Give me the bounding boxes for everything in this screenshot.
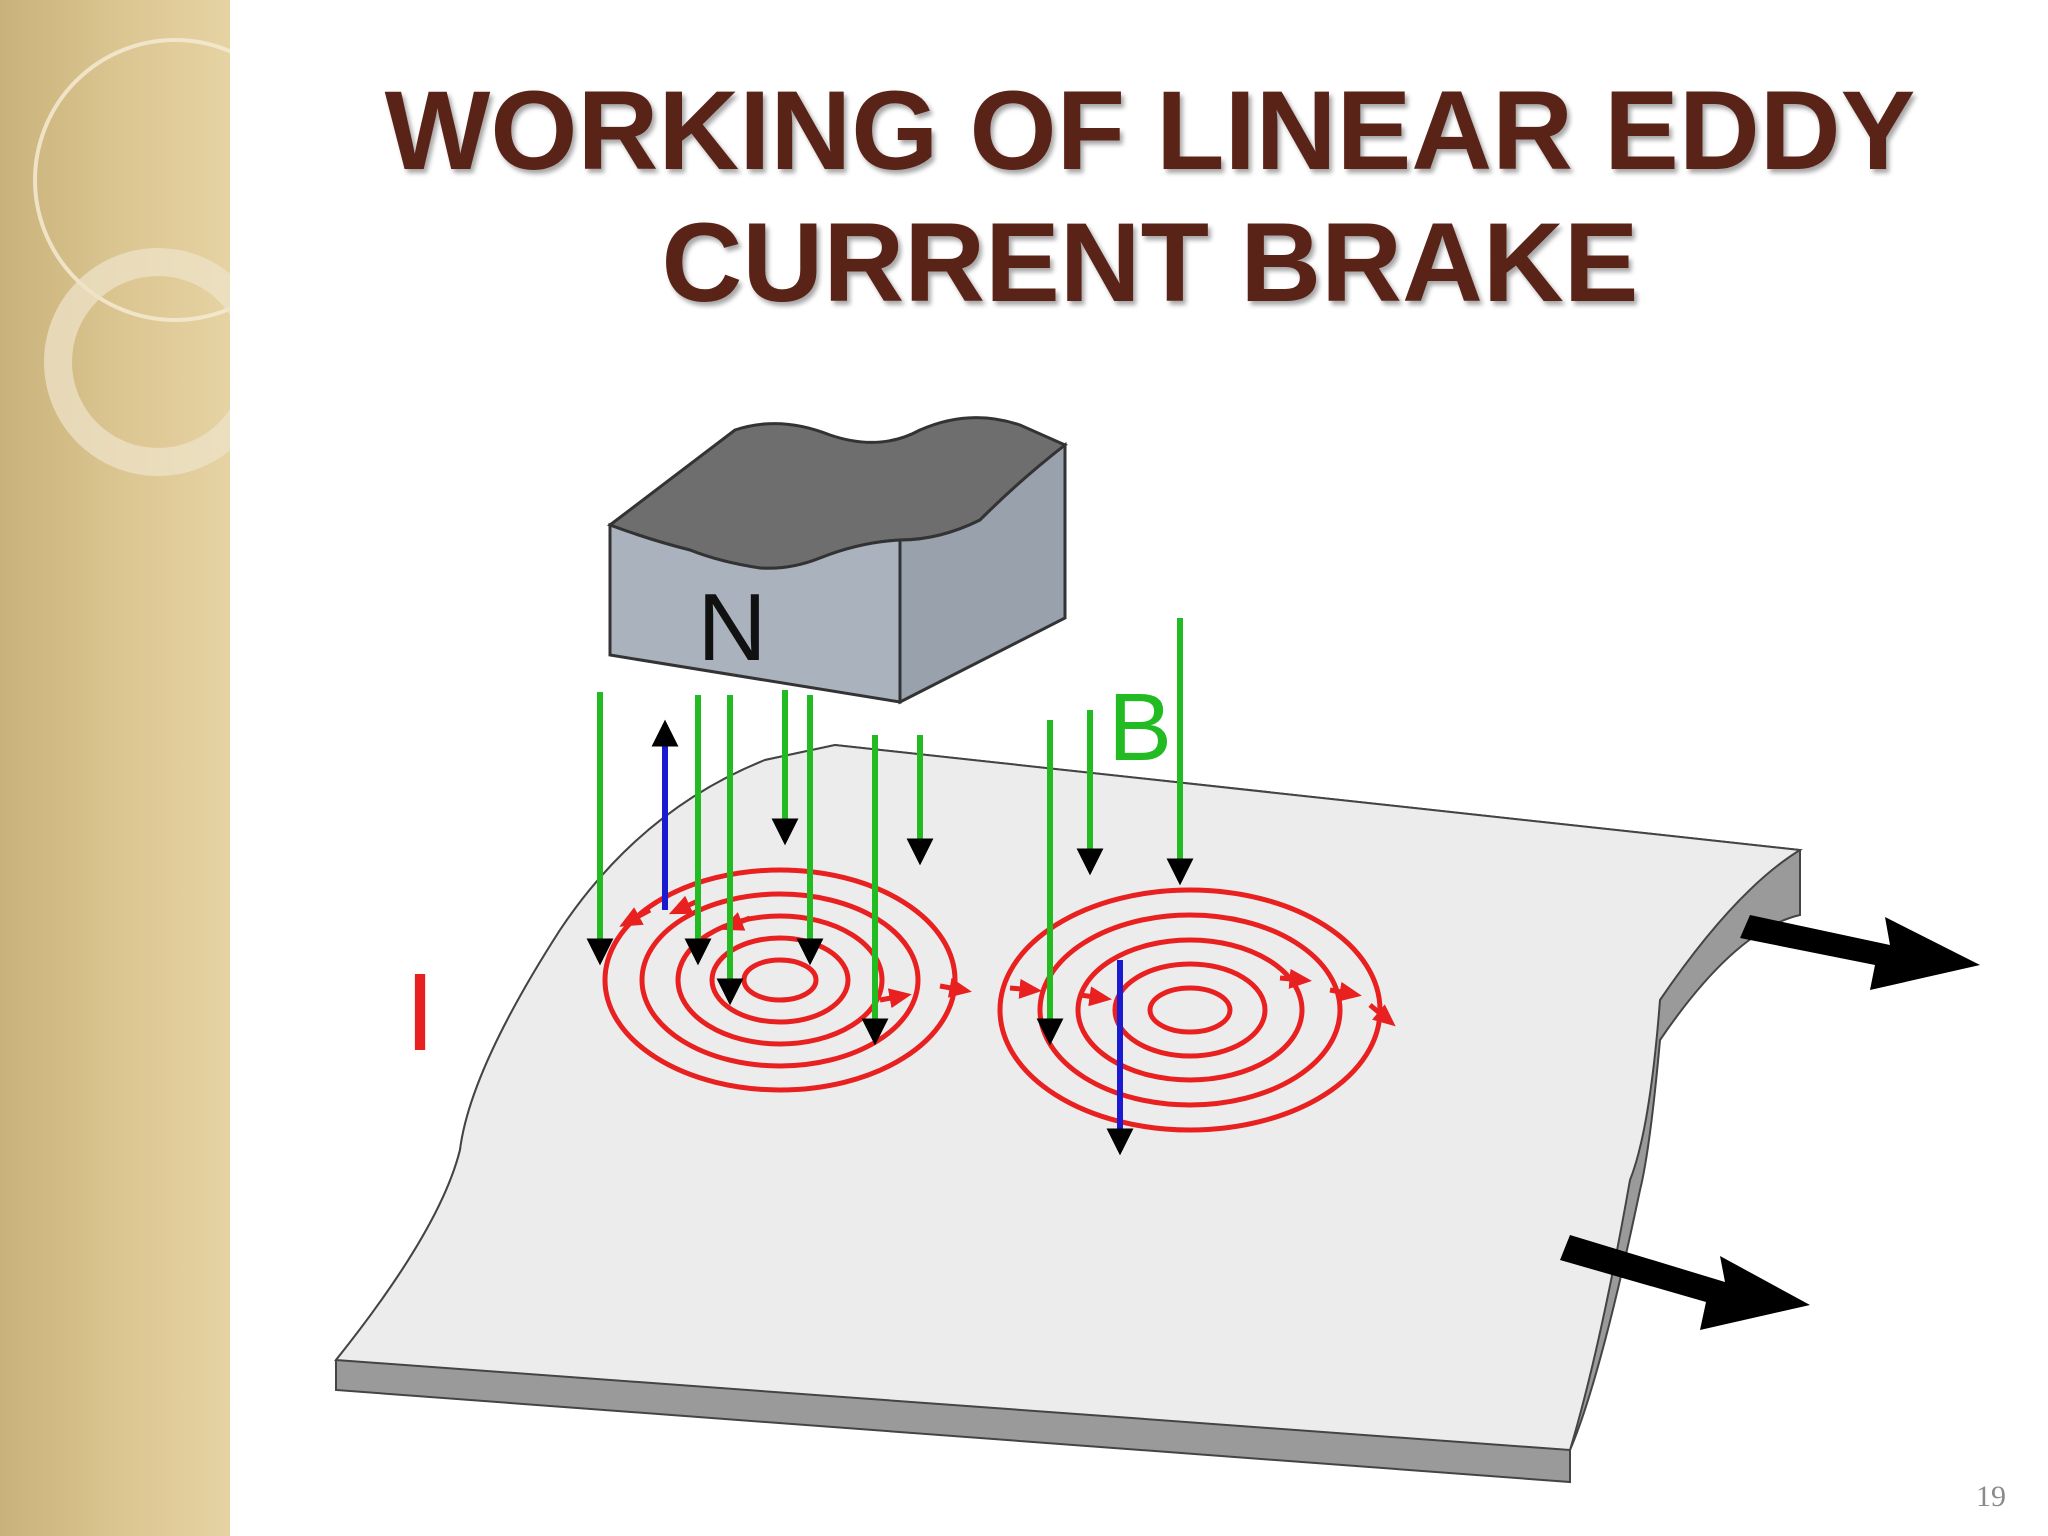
- decorative-sidebar: [0, 0, 230, 1536]
- motion-arrow-lower: [1560, 1235, 1810, 1330]
- current-label-i: I: [405, 951, 436, 1074]
- eddy-current-direction-arrows: [619, 895, 1396, 1027]
- page-number: 19: [1976, 1480, 2006, 1513]
- eddy-brake-diagram: N B I: [334, 416, 1980, 1484]
- magnet-block: N: [606, 416, 1068, 705]
- eddy-loop-left-2: [639, 891, 921, 1069]
- eddy-loop-left-5: [741, 957, 819, 1003]
- eddy-loop-left-4: [709, 935, 851, 1025]
- title-line-2: CURRENT BRAKE: [661, 200, 1639, 325]
- force-vectors: [651, 719, 1134, 1156]
- eddy-loop-left-3: [675, 913, 885, 1047]
- title-line-1: WORKING OF LINEAR EDDY: [384, 68, 1916, 193]
- motion-arrow-upper: [1740, 915, 1980, 990]
- magnet-north-label: N: [697, 574, 766, 681]
- field-label-b: B: [1108, 674, 1172, 781]
- eddy-current-loops: [602, 867, 1383, 1133]
- decorative-rings: [33, 38, 230, 476]
- motion-arrows: [1560, 915, 1980, 1330]
- conducting-plate: [334, 743, 1804, 1484]
- eddy-loop-right-4: [1112, 961, 1268, 1059]
- eddy-loop-right-2: [1037, 912, 1343, 1108]
- eddy-loop-right-5: [1147, 985, 1233, 1035]
- slide-title: WORKING OF LINEAR EDDY CURRENT BRAKE: [300, 65, 2000, 329]
- magnetic-field-lines: [586, 618, 1194, 1046]
- eddy-loop-right-3: [1075, 937, 1305, 1083]
